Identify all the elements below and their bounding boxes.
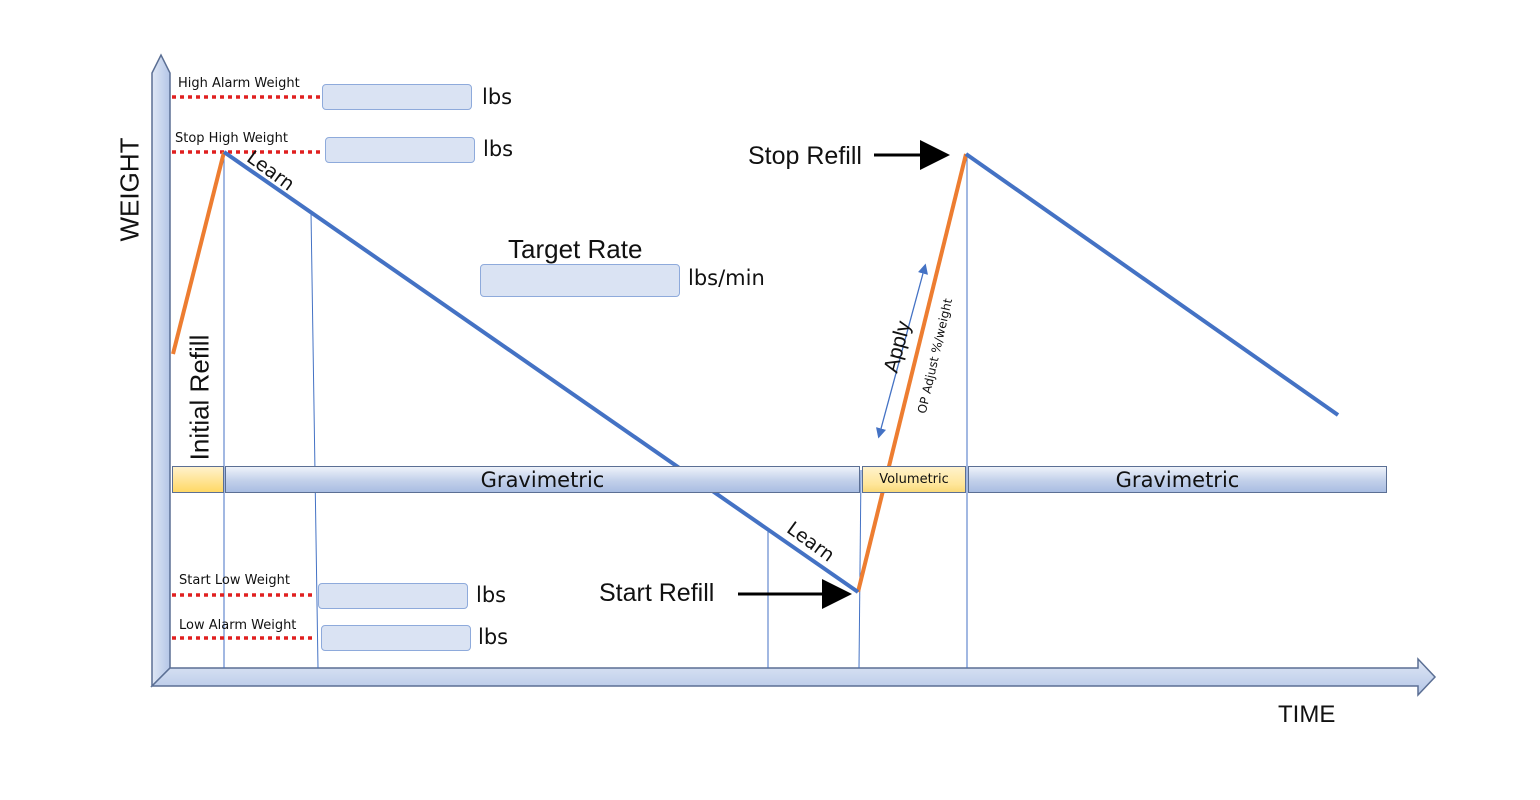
initial-refill-band: [172, 466, 224, 493]
low-alarm-label: Low Alarm Weight: [179, 618, 297, 633]
gravimetric-band-1: Gravimetric: [225, 466, 860, 493]
start-low-unit: lbs: [476, 583, 507, 607]
initial-refill-label: Initial Refill: [184, 334, 215, 461]
y-axis-label: WEIGHT: [114, 137, 145, 242]
x-axis-arrow: [150, 657, 1437, 697]
discharge-line-2: [964, 152, 1340, 417]
start-low-weight-field[interactable]: [318, 583, 468, 609]
high-alarm-label: High Alarm Weight: [178, 76, 300, 91]
start-refill-label: Start Refill: [599, 579, 715, 607]
volumetric-band: Volumetric: [862, 466, 966, 493]
guide-line: [858, 469, 862, 669]
x-axis-label: TIME: [1278, 701, 1336, 728]
guide-line: [310, 211, 319, 669]
stop-high-weight-field[interactable]: [325, 137, 475, 163]
apply-double-arrow: [876, 263, 928, 439]
gravimetric-band-2: Gravimetric: [968, 466, 1387, 493]
start-low-label: Start Low Weight: [179, 573, 290, 588]
discharge-line-1: [222, 150, 860, 594]
high-alarm-unit: lbs: [482, 85, 513, 109]
y-axis-arrow: [151, 53, 171, 688]
refill-line: [856, 153, 968, 593]
target-rate-field[interactable]: [480, 264, 680, 297]
low-alarm-unit: lbs: [478, 625, 509, 649]
initial-refill-line: [171, 151, 226, 355]
stop-refill-label: Stop Refill: [748, 142, 862, 170]
low-alarm-weight-field[interactable]: [321, 625, 471, 651]
stop-high-unit: lbs: [483, 137, 514, 161]
target-rate-unit: lbs/min: [688, 266, 765, 290]
target-rate-label: Target Rate: [508, 234, 643, 264]
stop-high-label: Stop High Weight: [175, 131, 288, 146]
high-alarm-weight-field[interactable]: [322, 84, 472, 110]
